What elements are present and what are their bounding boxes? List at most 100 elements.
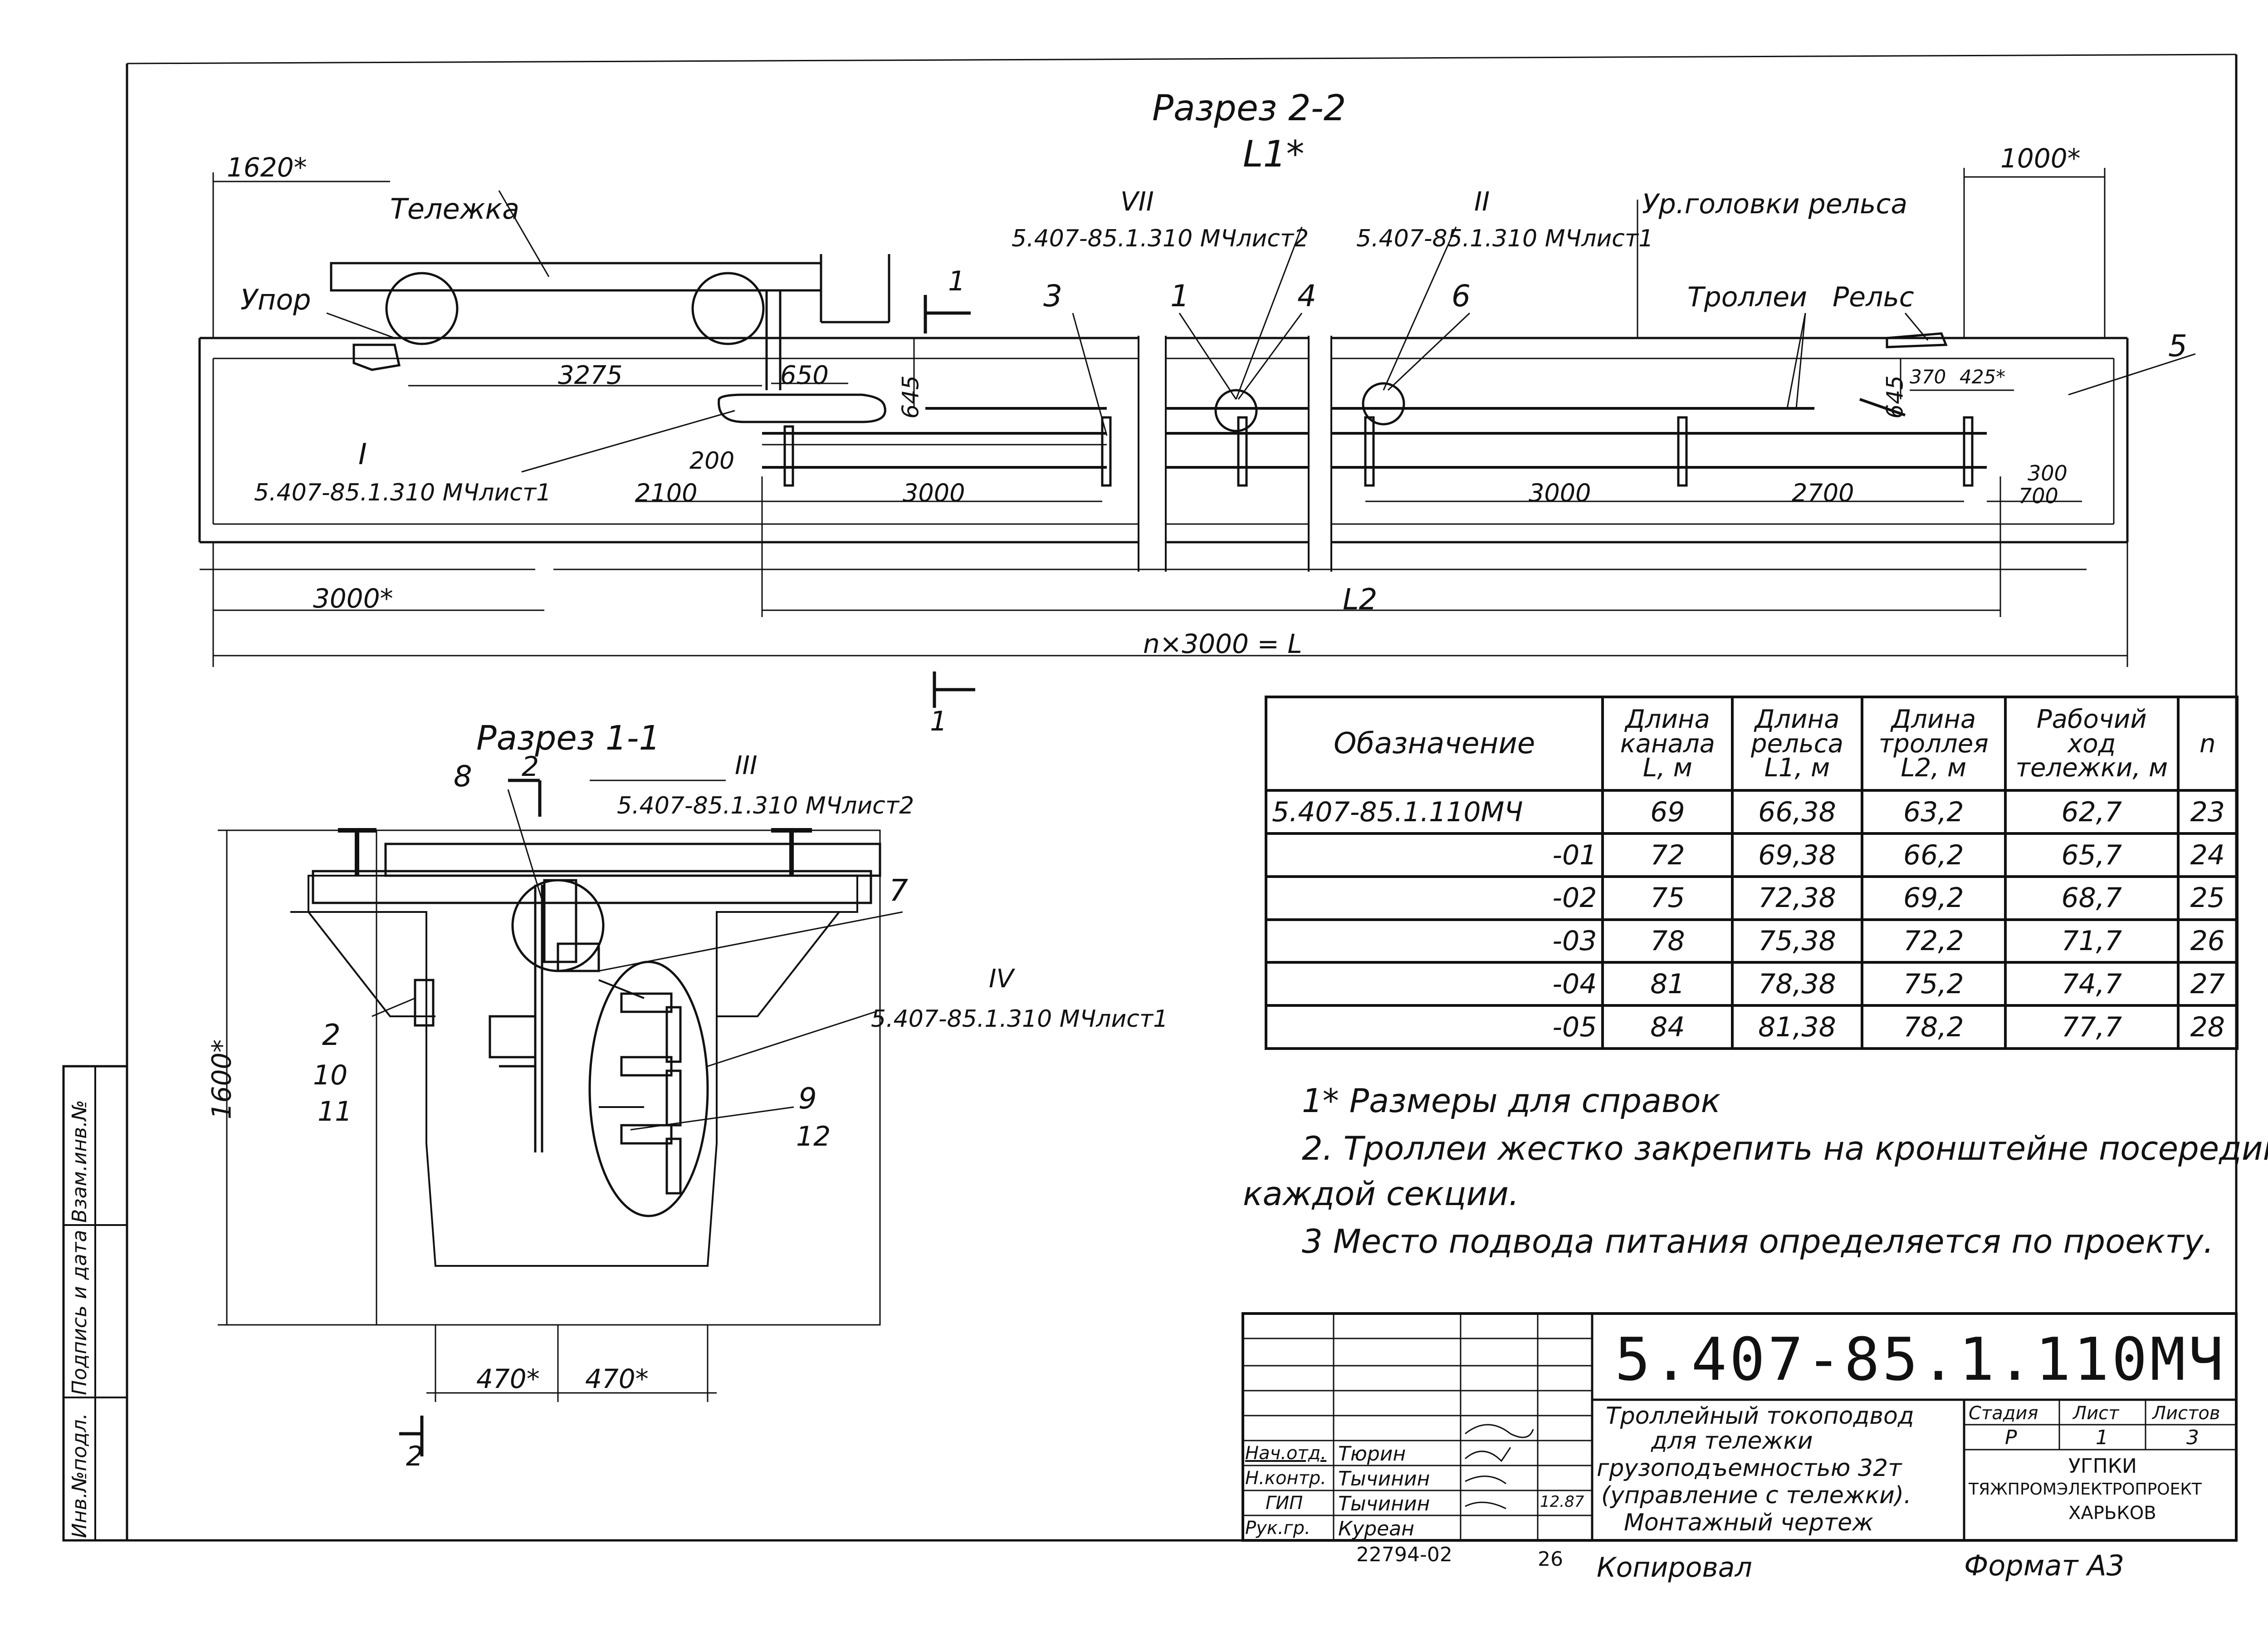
sheet-value: 1 [2096, 1426, 2108, 1449]
dim-2700: 2700 [1792, 479, 1854, 507]
position-2: 2 [322, 1019, 341, 1052]
page-number: 26 [1538, 1548, 1563, 1571]
view-iv-ref: 5.407-85.1.310 МЧлист1 [871, 1005, 1168, 1033]
position-5: 5 [2168, 328, 2187, 363]
row-trolley: 72,2 [1860, 918, 2007, 964]
row-travel: 77,7 [2004, 1004, 2180, 1050]
row-rail: 75,38 [1731, 918, 1863, 964]
l1-label: L1* [1243, 133, 1305, 175]
view-vii-numeral: VII [1120, 186, 1154, 217]
row-n: 26 [2176, 918, 2239, 964]
format: Формат А3 [1964, 1549, 2125, 1582]
title-line-3: грузоподъемностью 32т [1597, 1455, 1902, 1482]
row-travel: 68,7 [2004, 875, 2180, 921]
row-rail: 78,38 [1731, 961, 1863, 1007]
role-3: ГИП [1266, 1493, 1303, 1514]
row-designation: 5.407-85.1.110МЧ [1264, 789, 1604, 835]
row-n: 28 [2176, 1004, 2239, 1050]
inventory-number: 22794-02 [1356, 1543, 1452, 1566]
row-travel: 65,7 [2004, 832, 2180, 878]
date: 12.87 [1540, 1493, 1584, 1511]
note-2-continued: каждой секции. [1243, 1175, 1519, 1213]
label-ur-golovki: Ур.головки рельса [1642, 188, 1908, 220]
dim-1620: 1620* [227, 152, 307, 183]
row-trolley: 69,2 [1860, 875, 2007, 921]
dim-3000-b: 3000 [1529, 479, 1591, 507]
cut-2-bottom: 2 [406, 1441, 424, 1472]
row-designation: -01 [1264, 832, 1604, 878]
sheets-value: 3 [2186, 1426, 2199, 1449]
dim-300: 300 [2028, 461, 2068, 485]
title-line-2: для тележки [1651, 1427, 1813, 1455]
role-2: Н.контр. [1245, 1468, 1326, 1489]
section-2-2-drawing [198, 168, 2196, 708]
section-2-2-title: Разрез 2-2 [1152, 88, 1346, 129]
row-designation: -02 [1264, 875, 1604, 921]
header-rail-length: Длина рельса L1, м [1731, 695, 1863, 792]
position-3: 3 [1043, 279, 1062, 314]
name-3: Тычинин [1338, 1492, 1430, 1515]
dim-1600: 1600* [206, 1039, 237, 1120]
table-row: -02 75 72,38 69,2 68,7 25 [1264, 875, 2239, 921]
org-line-3: ХАРЬКОВ [2068, 1503, 2156, 1524]
row-designation: -04 [1264, 961, 1604, 1007]
row-trolley: 78,2 [1860, 1004, 2007, 1050]
sidebar-inv-label: Инв.№подл. [68, 1413, 91, 1538]
label-trollei: Троллеи [1687, 281, 1808, 313]
spec-table-header: Обазначение Длина канала L, м Длина рель… [1264, 695, 2239, 792]
position-9: 9 [798, 1082, 817, 1116]
name-2: Тычинин [1338, 1467, 1430, 1490]
row-travel: 62,7 [2004, 789, 2180, 835]
header-channel-length: Длина канала L, м [1601, 695, 1734, 792]
org-line-1: УГПКИ [2068, 1455, 2137, 1478]
position-1: 1 [1170, 279, 1189, 314]
dim-1000: 1000* [2000, 143, 2081, 174]
note-3: 3 Место подвода питания определяется по … [1302, 1222, 2214, 1260]
sidebar-replace-label: Взам.инв.№ [68, 1100, 91, 1223]
doc-code: 5.407-85.1.110МЧ [1615, 1325, 2227, 1394]
view-iii-ref: 5.407-85.1.310 МЧлист2 [617, 792, 914, 819]
dim-l2: L2 [1343, 583, 1378, 617]
org-line-2: ТЯЖПРОМЭЛЕКТРОПРОЕКТ [1969, 1480, 2202, 1499]
table-row: -03 78 75,38 72,2 71,7 26 [1264, 918, 2239, 964]
row-trolley: 66,2 [1860, 832, 2007, 878]
section-1-1-drawing [218, 779, 903, 1456]
row-trolley: 63,2 [1860, 789, 2007, 835]
row-n: 27 [2176, 961, 2239, 1007]
row-channel: 81 [1601, 961, 1734, 1007]
row-travel: 71,7 [2004, 918, 2180, 964]
row-channel: 69 [1601, 789, 1734, 835]
title-line-4: (управление с тележки). [1601, 1482, 1911, 1509]
table-row: -05 84 81,38 78,2 77,7 28 [1264, 1004, 2239, 1050]
dim-370: 370 [1910, 366, 1946, 388]
role-4: Рук.гр. [1245, 1518, 1310, 1539]
sheet-header: Лист [2073, 1403, 2119, 1424]
name-4: Куреан [1338, 1517, 1415, 1540]
row-n: 25 [2176, 875, 2239, 921]
label-upor: Упор [240, 283, 311, 316]
dim-3275: 3275 [558, 361, 623, 390]
dim-470-right: 470* [585, 1363, 649, 1394]
title-line-1: Троллейный токоподвод [1606, 1402, 1914, 1430]
position-12: 12 [796, 1121, 831, 1152]
dim-425: 425* [1960, 366, 2006, 388]
dim-200: 200 [689, 447, 735, 475]
row-channel: 75 [1601, 875, 1734, 921]
header-n: n [2176, 695, 2239, 792]
cut-mark-1-bottom: 1 [930, 706, 948, 737]
view-i-ref: 5.407-85.1.310 МЧлист1 [254, 479, 552, 506]
dim-3000-a: 3000 [903, 479, 965, 507]
label-telezhka: Тележка [390, 192, 520, 225]
label-rels: Рельс [1833, 281, 1914, 313]
dim-3000-star: 3000* [313, 583, 393, 614]
sidebar-signature-label: Подпись и дата [68, 1230, 91, 1395]
view-iv-numeral: IV [989, 964, 1014, 994]
dim-645-right: 645 [1882, 375, 1908, 419]
view-i-numeral: I [358, 438, 367, 471]
header-working-travel: Рабочий ход тележки, м [2004, 695, 2180, 792]
dim-650: 650 [780, 361, 829, 390]
view-ii-numeral: II [1474, 186, 1490, 217]
row-rail: 69,38 [1731, 832, 1863, 878]
table-row: -01 72 69,38 66,2 65,7 24 [1264, 832, 2239, 878]
